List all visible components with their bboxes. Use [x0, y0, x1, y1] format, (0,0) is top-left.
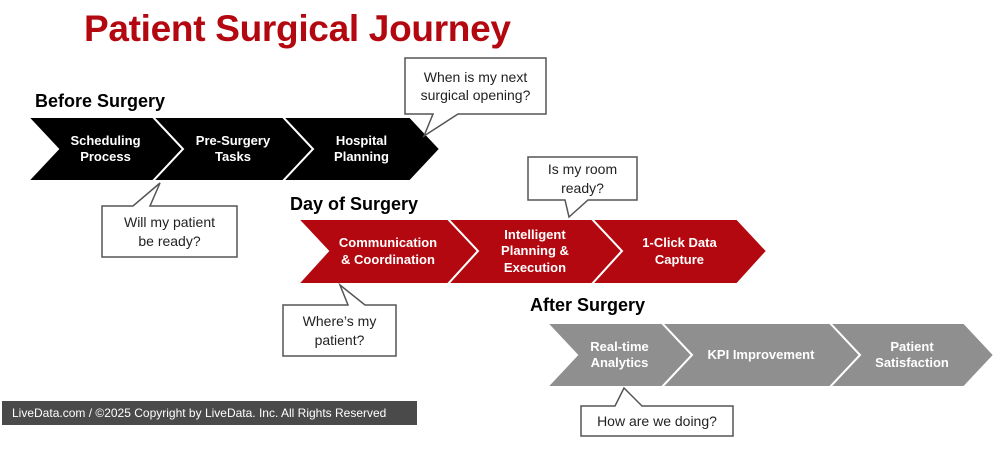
section-day-of-surgery: Day of Surgery — [290, 194, 419, 214]
after-step-3-shape — [827, 322, 996, 388]
after-step-analytics: Real-time Analytics — [577, 323, 662, 387]
day-step-communication: Communication & Coordination — [328, 219, 448, 284]
before-step-scheduling: Scheduling Process — [58, 117, 153, 181]
step-label: Real-time Analytics — [590, 338, 649, 370]
copyright-footer: LiveData.com / ©2025 Copyright by LiveDa… — [2, 401, 417, 425]
callout-will-patient-ready: Will my patient be ready? — [123, 214, 216, 249]
day-step-3-shape — [589, 218, 769, 285]
after-step-kpi: KPI Improvement — [692, 323, 830, 387]
callout-how-doing: How are we doing? — [597, 412, 717, 429]
before-step-pre-surgery: Pre-Surgery Tasks — [183, 117, 283, 181]
step-label: Intelligent Planning & Execution — [501, 227, 569, 275]
after-step-satisfaction: Patient Satisfaction — [860, 323, 964, 387]
step-label: Pre-Surgery Tasks — [195, 132, 271, 164]
step-label: Communication & Coordination — [338, 235, 438, 267]
callout-next-opening-shape — [404, 57, 547, 138]
step-label: Hospital Planning — [334, 132, 389, 164]
section-after-surgery: After Surgery — [530, 295, 646, 315]
step-label: 1-Click Data Capture — [642, 235, 717, 267]
step-label: Scheduling Process — [70, 132, 141, 164]
step-label: KPI Improvement — [707, 346, 815, 362]
step-label: Patient Satisfaction — [875, 338, 949, 370]
day-step-intelligent-planning: Intelligent Planning & Execution — [478, 219, 592, 284]
callout-how-doing-shape — [580, 386, 734, 437]
section-before-surgery: Before Surgery — [35, 91, 166, 111]
callout-wheres-patient-shape — [282, 282, 397, 357]
callout-will-patient-ready-shape — [101, 182, 238, 258]
before-step-3-shape — [280, 116, 442, 182]
page-title: Patient Surgical Journey — [84, 8, 511, 49]
callout-room-ready-shape — [527, 156, 638, 219]
day-step-data-capture: 1-Click Data Capture — [622, 219, 737, 284]
before-step-hospital-planning: Hospital Planning — [313, 117, 410, 181]
callout-next-opening: When is my next surgical opening? — [420, 68, 531, 103]
callout-wheres-patient: Where’s my patient? — [302, 313, 377, 348]
callout-room-ready: Is my room ready? — [547, 161, 618, 196]
